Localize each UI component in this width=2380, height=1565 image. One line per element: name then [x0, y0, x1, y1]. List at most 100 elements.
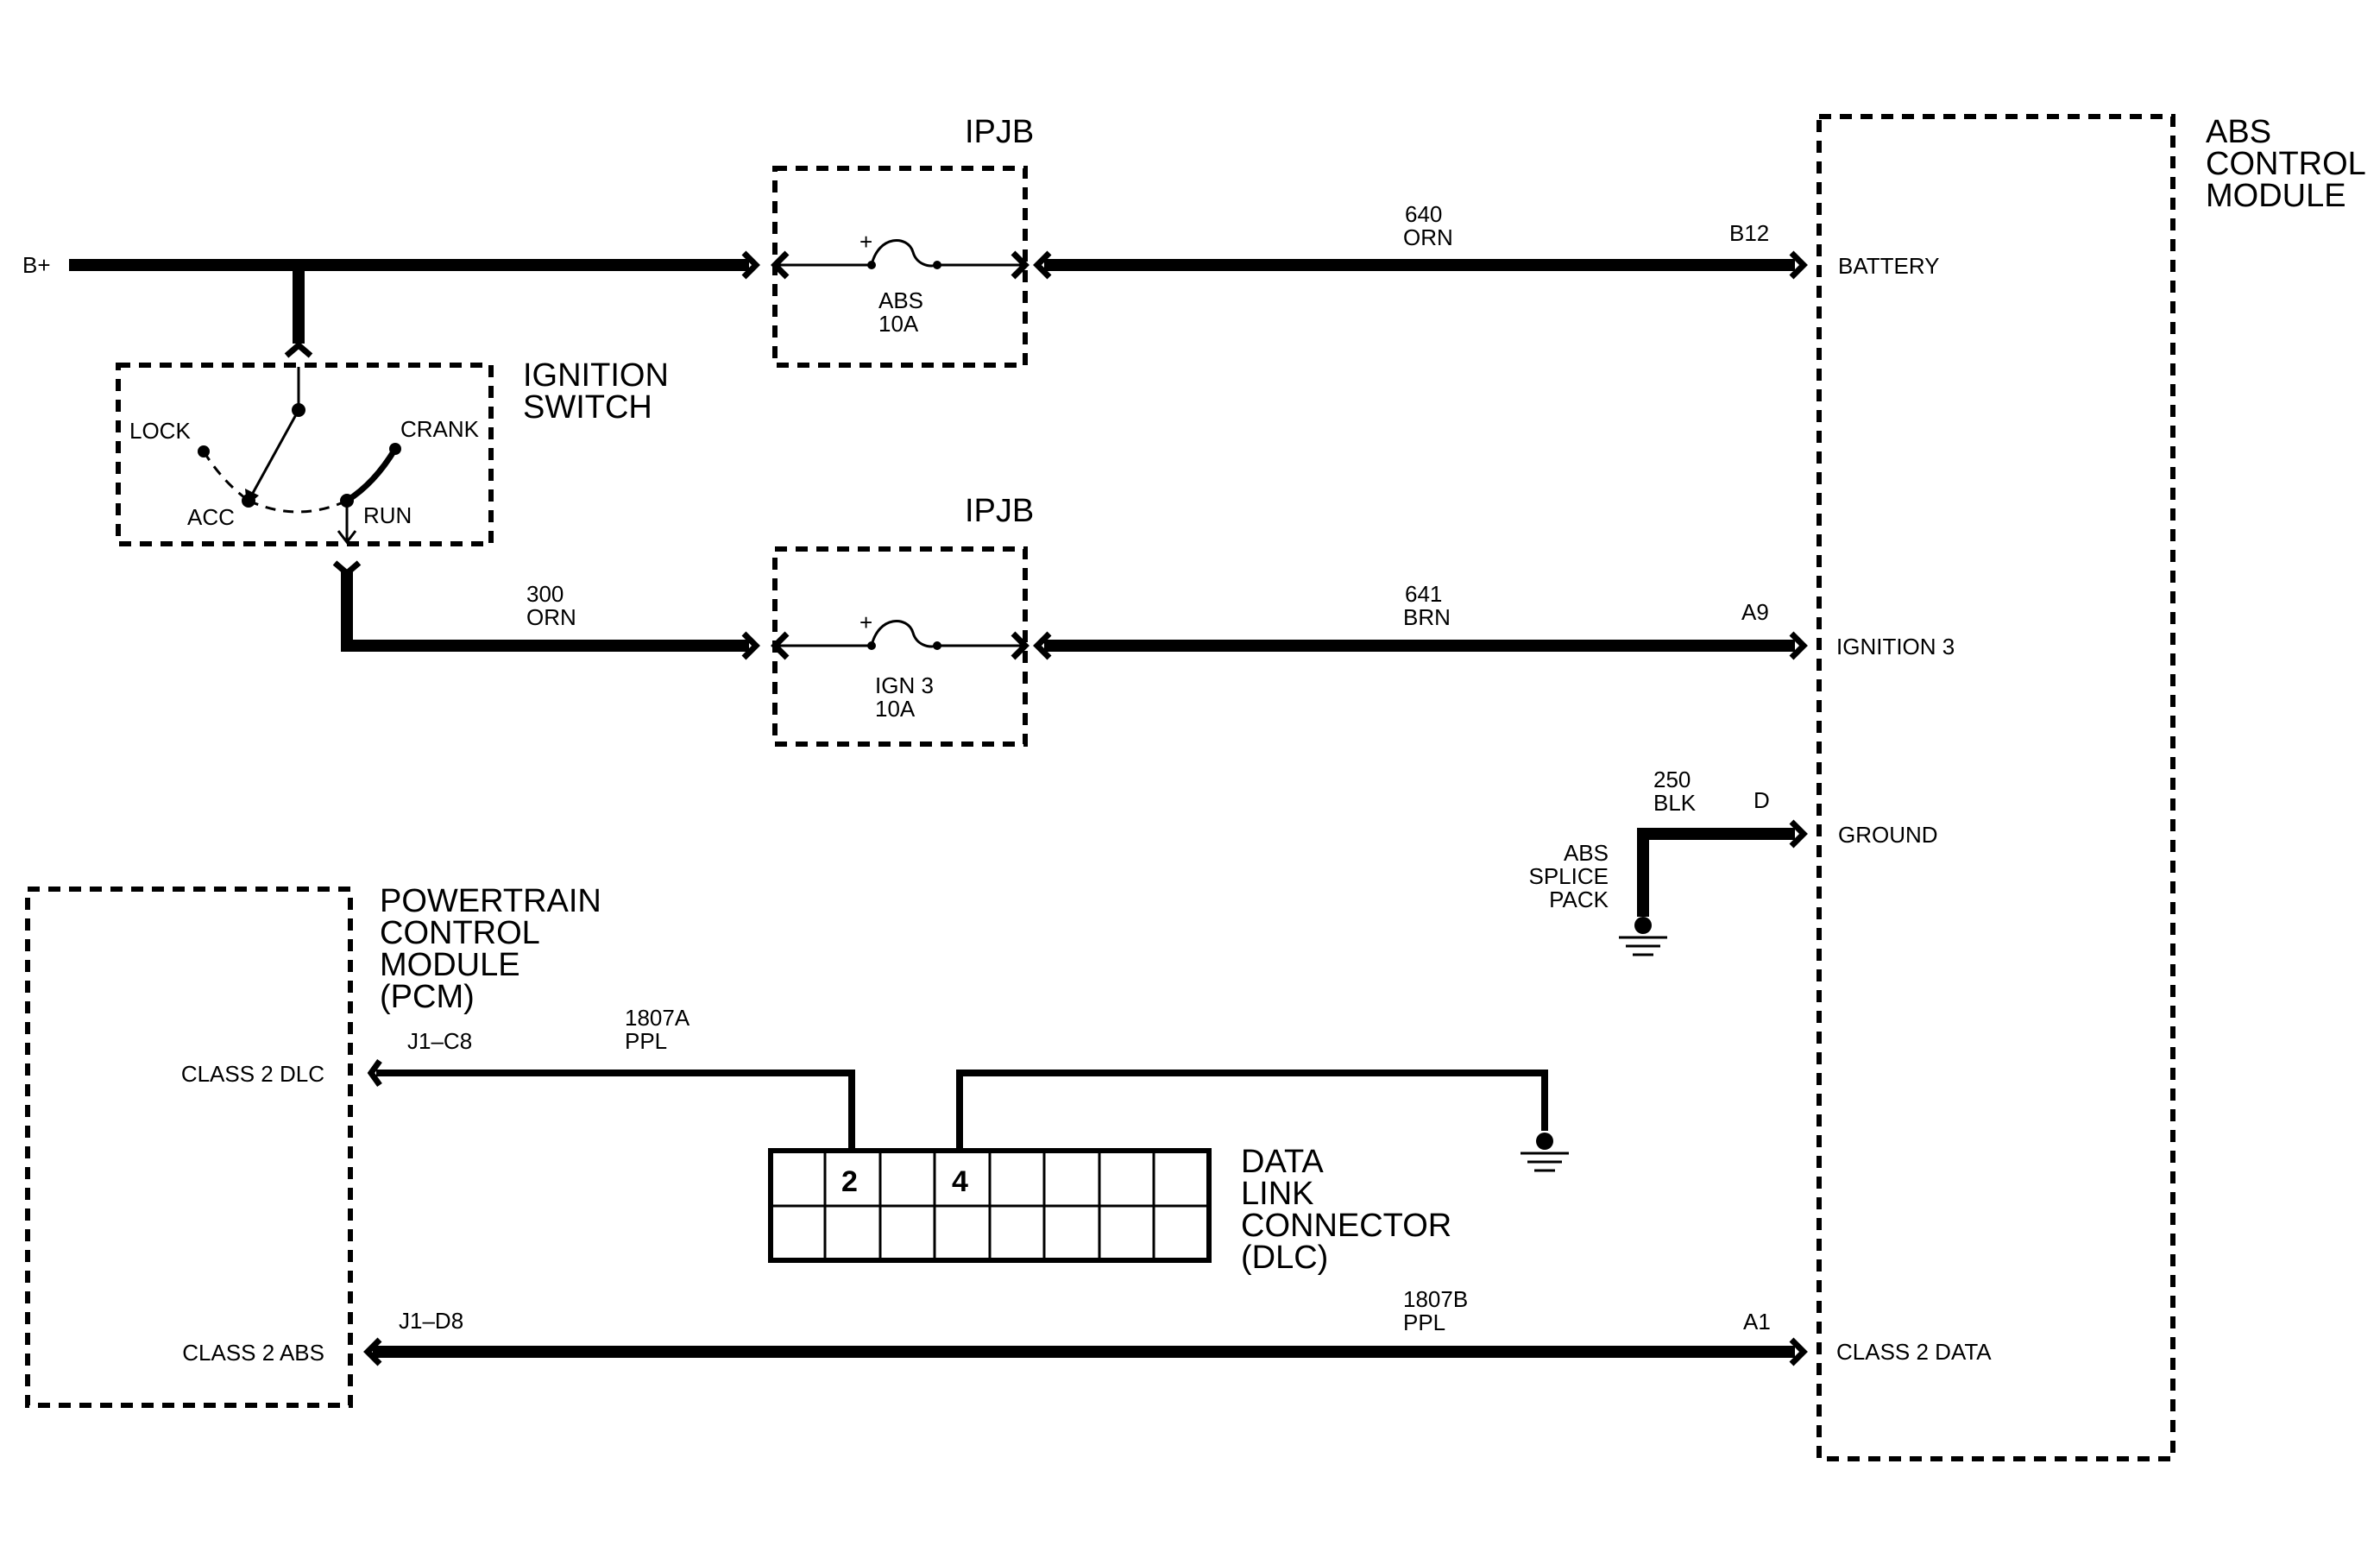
pcm: POWERTRAIN CONTROL MODULE (PCM) CLASS 2 …	[25, 883, 601, 1408]
pcm-title-3: MODULE	[380, 947, 520, 983]
circuit-250-number: 250	[1653, 767, 1691, 792]
ipjb-bottom-title: IPJB	[965, 493, 1034, 529]
fuse-ign3-terminal-plus	[867, 641, 876, 650]
dlc-ground-symbol	[1521, 1133, 1569, 1172]
circuit-640-color: ORN	[1403, 224, 1453, 250]
fuse-abs-element	[870, 239, 938, 268]
circuit-641-terminal: A9	[1741, 599, 1769, 625]
circuit-1807b: J1–D8 1807B PPL A1	[363, 1286, 1808, 1366]
dlc-grid	[768, 1148, 1212, 1263]
dlc-title-1: DATA	[1241, 1144, 1324, 1180]
circuit-300-color: ORN	[526, 604, 576, 630]
switch-run-crank-bar	[345, 447, 399, 503]
switch-lock-label: LOCK	[129, 418, 191, 444]
dlc-title-2: LINK	[1241, 1176, 1313, 1212]
circuit-641-right-connector	[1789, 631, 1808, 660]
abs-module-title-3: MODULE	[2206, 178, 2346, 214]
circuit-1807b-number: 1807B	[1403, 1286, 1468, 1312]
pcm-title-4: (PCM)	[380, 979, 475, 1015]
fuse-abs-rating: 10A	[878, 311, 919, 337]
fuse-abs-terminal-plus	[867, 261, 876, 269]
ignition-switch-box	[116, 363, 494, 546]
pcm-title-2: CONTROL	[380, 915, 540, 951]
abs-control-module: ABS CONTROL MODULE BATTERY IGNITION 3 GR…	[1816, 114, 2366, 1461]
dlc-pin-2: 2	[841, 1165, 858, 1198]
circuit-1807b-color: PPL	[1403, 1309, 1445, 1335]
fuse-abs-name: ABS	[878, 287, 923, 313]
fuse-ign3-name: IGN 3	[875, 672, 934, 698]
fuse-ign3-terminal	[933, 641, 941, 650]
circuit-250-terminal: D	[1754, 787, 1770, 813]
fuse-ign3-rating: 10A	[875, 696, 916, 722]
circuit-1807a-wire	[376, 1070, 855, 1151]
circuit-1807b-right-connector	[1789, 1337, 1808, 1366]
circuit-300: 300 ORN	[332, 560, 760, 660]
dlc-title-3: CONNECTOR	[1241, 1208, 1451, 1244]
circuit-250-wire	[1637, 828, 1795, 917]
circuit-1807a-terminal: J1–C8	[407, 1028, 472, 1054]
circuit-1807a-connector	[367, 1058, 382, 1088]
circuit-1807a-number: 1807A	[625, 1005, 690, 1031]
circuit-641-number: 641	[1405, 581, 1442, 607]
circuit-1807b-terminal-right: A1	[1743, 1309, 1771, 1335]
circuit-250-connector	[1789, 819, 1808, 849]
fuse-abs-plus-sign: +	[859, 229, 872, 255]
ignition-switch-title-1: IGNITION	[523, 357, 669, 394]
circuit-640-terminal: B12	[1729, 220, 1769, 246]
switch-arm	[250, 409, 300, 495]
switch-crank-label: CRANK	[400, 416, 480, 442]
circuit-1807a-color: PPL	[625, 1028, 667, 1054]
pcm-title-1: POWERTRAIN	[380, 883, 601, 919]
pcm-pin-class2-abs: CLASS 2 ABS	[182, 1340, 324, 1366]
fuse-ign3-plus-sign: +	[859, 609, 872, 635]
abs-pin-battery: BATTERY	[1838, 253, 1940, 279]
ignition-switch-title-2: SWITCH	[523, 389, 652, 426]
splice-pack-label-2: SPLICE	[1529, 863, 1609, 889]
switch-output-arrow	[337, 530, 357, 545]
circuit-640-number: 640	[1405, 201, 1442, 227]
circuit-1807b-left-connector	[363, 1337, 382, 1366]
switch-acc-label: ACC	[187, 504, 235, 530]
abs-pin-ground: GROUND	[1838, 822, 1938, 848]
abs-module-title-1: ABS	[2206, 114, 2271, 150]
splice-ground-symbol	[1619, 917, 1667, 956]
dlc-ground	[956, 1070, 1569, 1172]
ipjb-bottom: IPJB + IGN 3 10A	[771, 493, 1034, 747]
circuit-640-left-connector	[1033, 250, 1052, 280]
circuit-300-number: 300	[526, 581, 564, 607]
ignition-feed-connector	[284, 341, 313, 358]
splice-pack-label-1: ABS	[1564, 840, 1609, 866]
circuit-641-left-connector	[1033, 631, 1052, 660]
b-plus-supply: B+	[22, 250, 760, 358]
circuit-300-right-connector	[741, 631, 760, 660]
switch-run-label: RUN	[363, 502, 412, 528]
circuit-1807b-terminal-left: J1–D8	[399, 1308, 463, 1334]
switch-travel-path-left	[202, 451, 249, 502]
circuit-250-color: BLK	[1653, 790, 1697, 816]
circuit-640-right-connector	[1789, 250, 1808, 280]
circuit-640: 640 ORN B12	[1033, 201, 1808, 280]
dlc-ground-wire	[956, 1070, 1548, 1151]
fuse-abs-terminal	[933, 261, 941, 269]
dlc-pin-4: 4	[952, 1165, 968, 1198]
circuit-1807a: J1–C8 1807A PPL	[367, 1005, 855, 1151]
b-plus-connector	[741, 250, 760, 280]
fuse-ign3-element	[870, 620, 938, 648]
ipjb-top-title: IPJB	[965, 114, 1034, 150]
ignition-switch: IGNITION SWITCH LOCK CRANK ACC RUN	[116, 357, 669, 546]
pcm-box	[25, 887, 353, 1408]
abs-module-title-2: CONTROL	[2206, 146, 2366, 182]
abs-pin-ignition3: IGNITION 3	[1836, 634, 1955, 659]
ipjb-top: IPJB + ABS 10A	[771, 114, 1034, 368]
b-plus-label: B+	[22, 252, 51, 278]
dlc-title-4: (DLC)	[1241, 1240, 1328, 1276]
circuit-250: 250 BLK D ABS SPLICE PACK	[1529, 767, 1808, 956]
circuit-641-color: BRN	[1403, 604, 1451, 630]
splice-pack-label-3: PACK	[1549, 887, 1609, 912]
circuit-641: 641 BRN A9	[1033, 581, 1808, 660]
data-link-connector: 2 4 DATA LINK CONNECTOR (DLC)	[768, 1144, 1451, 1276]
pcm-pin-class2-dlc: CLASS 2 DLC	[181, 1061, 324, 1087]
abs-module-box	[1816, 114, 2175, 1461]
abs-pin-class2-data: CLASS 2 DATA	[1836, 1339, 1992, 1365]
